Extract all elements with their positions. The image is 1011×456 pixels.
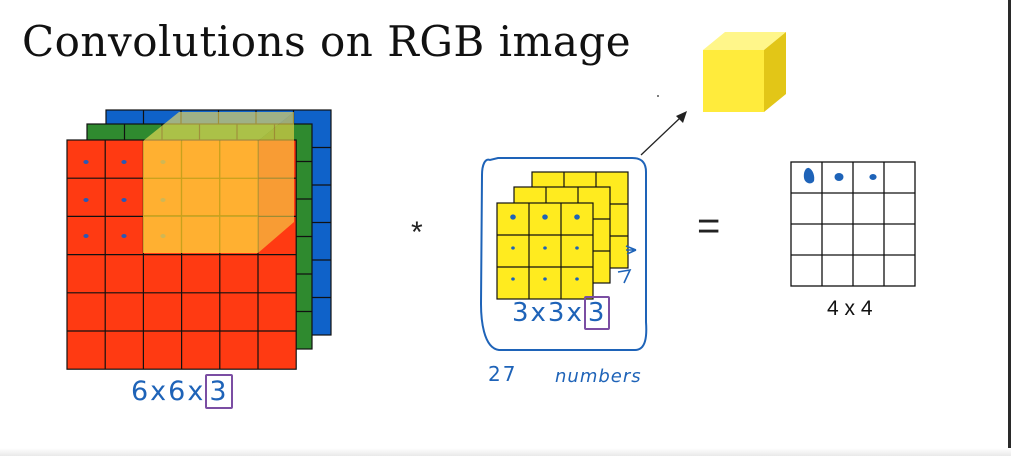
filter-dot	[510, 214, 516, 220]
output-size-label: 4 x 4	[827, 297, 873, 320]
hand-arrow-mark	[625, 245, 637, 255]
rf-cube-front	[143, 141, 258, 253]
convolve-operator: *	[411, 216, 423, 249]
filter-to-cube-arrow	[640, 95, 687, 156]
frame-edge	[1008, 0, 1011, 456]
filter-dot	[511, 246, 515, 250]
filter-dots	[510, 214, 580, 281]
filter-volume	[479, 157, 648, 351]
output-dot-3	[869, 174, 877, 180]
input-dot	[83, 234, 89, 238]
filter-dot	[575, 246, 579, 250]
stray-dot	[657, 95, 659, 97]
arrow-shaft	[640, 117, 681, 156]
filter-dot	[543, 277, 547, 281]
output-dots	[803, 167, 877, 184]
rf-cube-gridlines	[143, 141, 258, 253]
rf-cube-top	[143, 112, 294, 141]
input-dot	[121, 160, 127, 164]
filter-dot	[575, 277, 579, 281]
filter-dot	[574, 214, 580, 220]
input-dims-text: 6x6x	[131, 376, 206, 407]
filter-dot	[511, 277, 515, 281]
hand-check-mark	[617, 268, 632, 284]
output-dot-2	[834, 173, 844, 181]
bottom-shade	[0, 448, 1011, 456]
arrow-head	[676, 111, 687, 123]
yellow-cube	[703, 32, 786, 112]
filter-count-word: numbers	[555, 366, 642, 387]
input-channels-box: 3	[205, 374, 233, 409]
input-dot	[83, 160, 89, 164]
filter-hand-outline	[479, 157, 648, 351]
filter-dot	[542, 214, 548, 220]
filter-dims-text: 3x3x	[512, 298, 584, 328]
filter-channels-box: 3	[583, 296, 611, 330]
receptive-field-cube	[143, 112, 294, 253]
slide-title: Convolutions on RGB image	[22, 17, 632, 66]
input-dot	[121, 234, 127, 238]
input-dot	[83, 198, 89, 202]
filter-dot	[543, 246, 547, 250]
cube-front-face	[703, 50, 764, 112]
cube-side-face	[764, 32, 786, 112]
equals-operator: =	[697, 204, 721, 248]
output-dot-1	[803, 167, 815, 184]
output-grid	[790, 161, 916, 287]
input-dot	[121, 198, 127, 202]
rf-cube-side	[258, 112, 294, 253]
filter-count-number: 27	[488, 362, 518, 386]
input-volume	[66, 109, 332, 370]
cube-top-face	[703, 32, 786, 50]
